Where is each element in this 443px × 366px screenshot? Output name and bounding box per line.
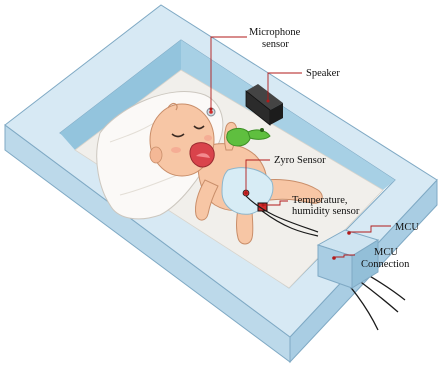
label-temperature-line2: humidity sensor: [292, 206, 360, 217]
label-mcu: MCU: [395, 222, 419, 233]
label-speaker: Speaker: [306, 68, 340, 79]
label-zyro-sensor: Zyro Sensor: [274, 155, 326, 166]
label-microphone-line2: sensor: [262, 39, 289, 50]
label-mcu-connection-line2: Connection: [361, 259, 410, 270]
label-mcu-connection-line1: MCU: [374, 247, 398, 258]
label-temperature-line1: Temperature,: [292, 195, 348, 206]
label-microphone-line1: Microphone: [249, 27, 301, 38]
